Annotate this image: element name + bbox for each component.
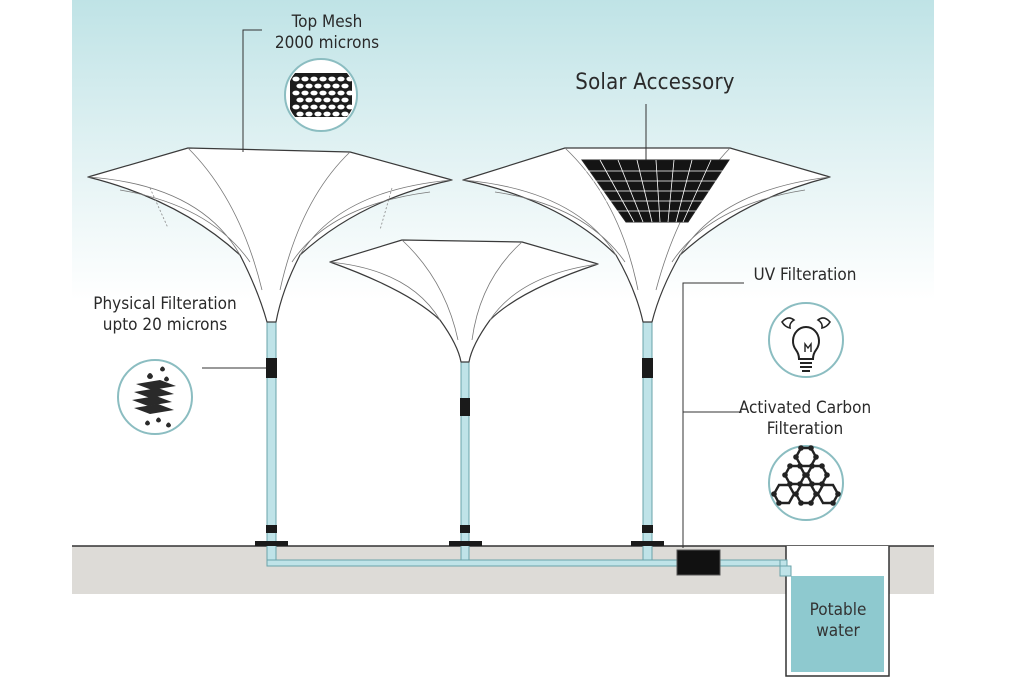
physical-filtration-spec: upto 20 microns [102,314,228,335]
top-mesh-title: Top Mesh [291,12,363,32]
solar-accessory-label: Solar Accessory [575,70,735,95]
potable-water-line1: Potable [809,600,867,620]
layered-filter-icon [117,359,193,435]
pump-box-icon [676,549,721,576]
carbon-molecule-icon [768,445,844,521]
pipe-joints [255,358,664,546]
solar-panel-icon [577,159,734,223]
top-mesh-spec: 2000 microns [274,32,380,53]
activated-carbon-title: Activated Carbon [738,398,872,418]
water-tank [785,546,890,677]
physical-filtration-label: Physical Filteration upto 20 microns [80,294,250,335]
hexagon-mesh-icon [284,58,358,132]
uv-bulb-icon [768,302,844,378]
leader-lines [202,29,744,548]
top-mesh-label: Top Mesh 2000 microns [262,12,392,53]
activated-carbon-subtitle: Filteration [766,418,844,439]
umbrella-center [329,239,599,363]
activated-carbon-label: Activated Carbon Filteration [730,398,880,439]
potable-water-line2: water [816,620,860,641]
physical-filtration-title: Physical Filteration [93,294,237,314]
potable-water-label: Potable water [790,600,886,641]
uv-filtration-label: UV Filteration [753,265,857,285]
umbrella-left [87,147,453,323]
pipe-network [266,559,792,577]
